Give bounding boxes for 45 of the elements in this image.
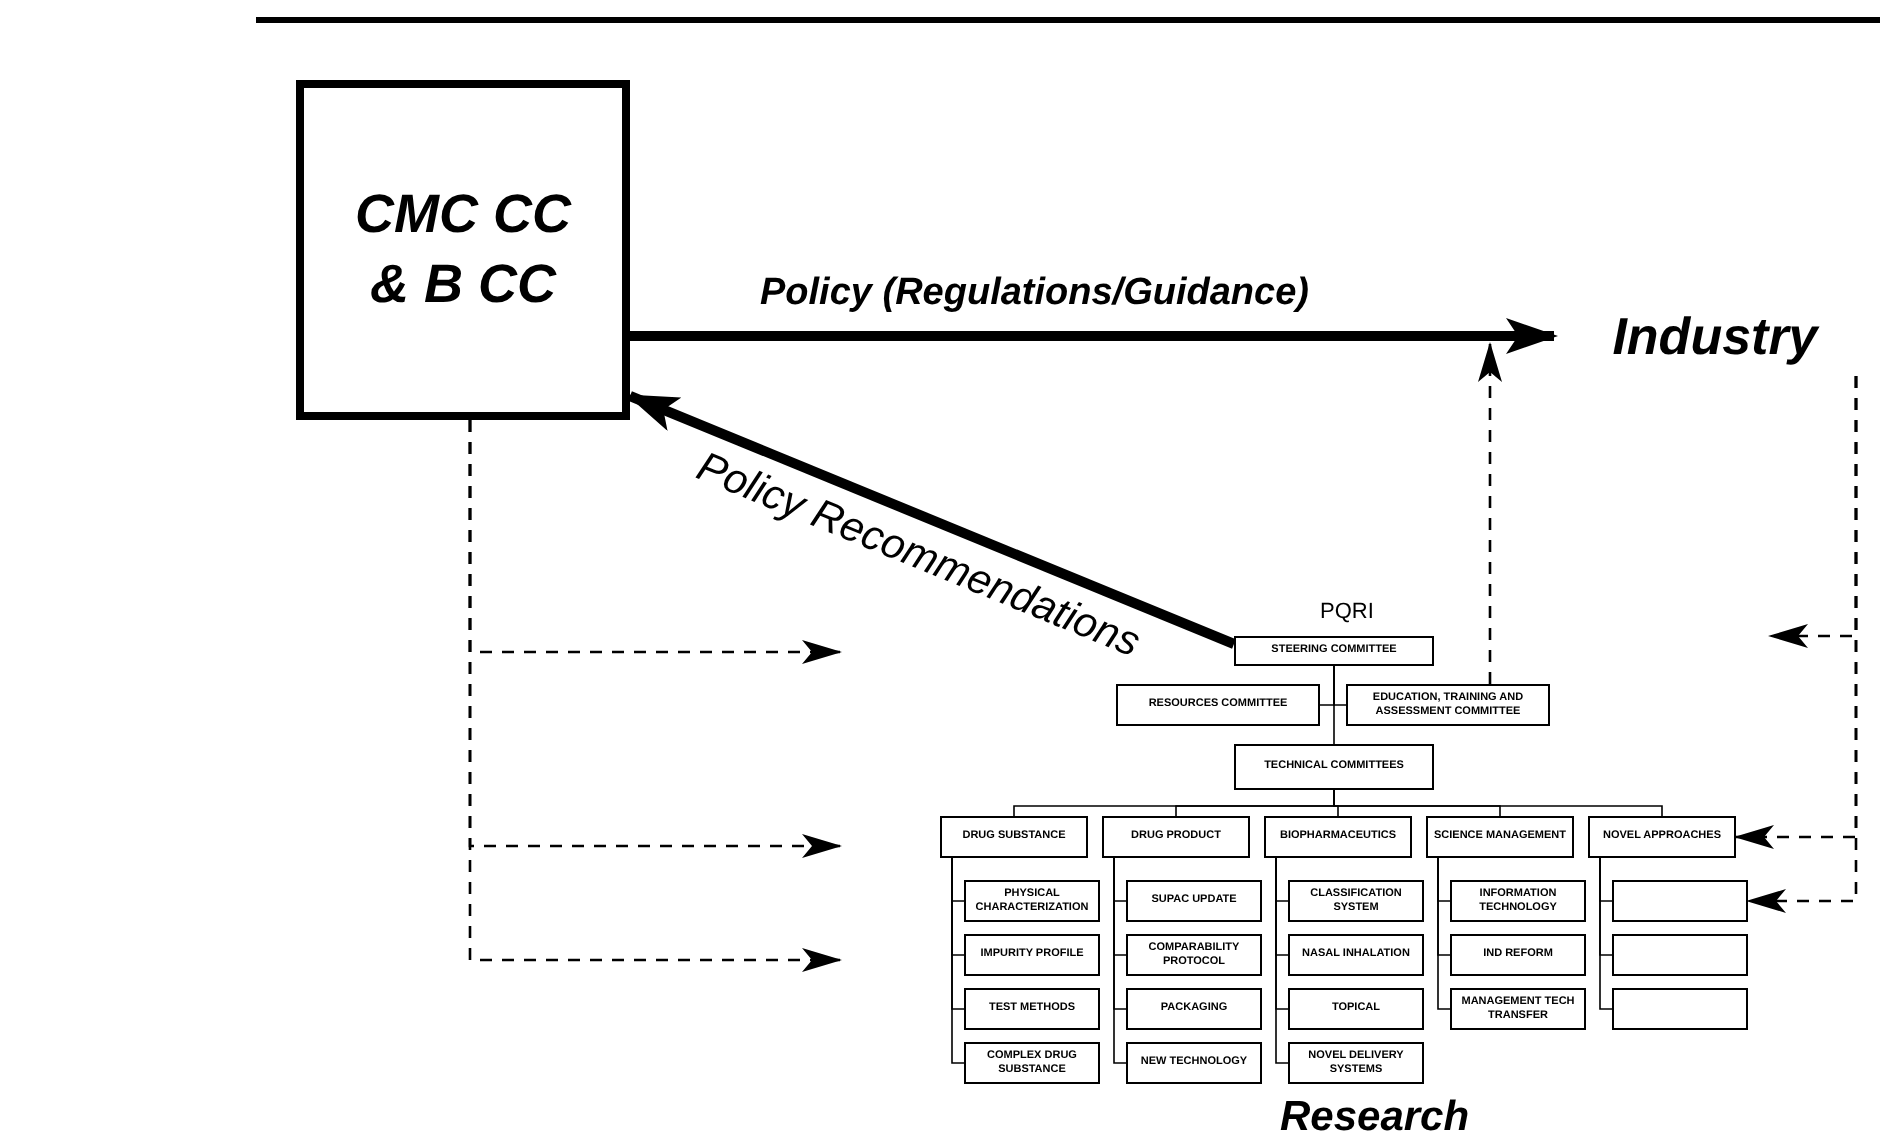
committee-box: [964, 1042, 1100, 1084]
committee-box: [1288, 1042, 1424, 1084]
committee-box: [1126, 880, 1262, 922]
empty-box: [1612, 880, 1748, 922]
committee-box: [964, 988, 1100, 1030]
dashed-arrow: [1478, 342, 1502, 684]
thick-arrow: [626, 391, 1236, 649]
committee-box: [964, 880, 1100, 922]
committee-box: [1450, 880, 1586, 922]
committee-box: [1234, 744, 1434, 790]
connector-line: [951, 857, 965, 1064]
committee-box: [1126, 1042, 1262, 1084]
committee-box: [1288, 934, 1424, 976]
connector-line: [1333, 665, 1335, 745]
committee-box: [1450, 934, 1586, 976]
industry-label: Industry: [1560, 300, 1870, 372]
empty-box: [1612, 988, 1748, 1030]
pqri-label: PQRI: [1320, 600, 1374, 624]
committee-box: [1126, 988, 1262, 1030]
committee-box: [1426, 816, 1574, 858]
connector-line: [1275, 857, 1289, 1064]
council-box: [296, 80, 630, 420]
connector-line: [1113, 857, 1127, 1064]
connector-line: [1333, 789, 1663, 817]
committee-box: [1102, 816, 1250, 858]
committee-box: [1450, 988, 1586, 1030]
committee-box: [1288, 880, 1424, 922]
committee-box: [1346, 684, 1550, 726]
connector-line: [1437, 857, 1451, 1010]
research-label: Research: [1280, 1094, 1470, 1142]
empty-box: [1612, 934, 1748, 976]
committee-box: [940, 816, 1088, 858]
committee-box: [1116, 684, 1320, 726]
committee-box: [964, 934, 1100, 976]
dashed-arrow: [468, 420, 842, 972]
committee-box: [1234, 636, 1434, 666]
council-name: CMC CC & B CC: [353, 181, 573, 318]
edge-label: Policy (Regulations/Guidance): [760, 272, 1309, 316]
thick-arrow: [630, 318, 1558, 354]
connector-line: [1599, 857, 1613, 1010]
committee-box: [1264, 816, 1412, 858]
committee-box: [1588, 816, 1736, 858]
dashed-arrow: [1746, 376, 1858, 913]
committee-box: [1288, 988, 1424, 1030]
committee-box: [1126, 934, 1262, 976]
